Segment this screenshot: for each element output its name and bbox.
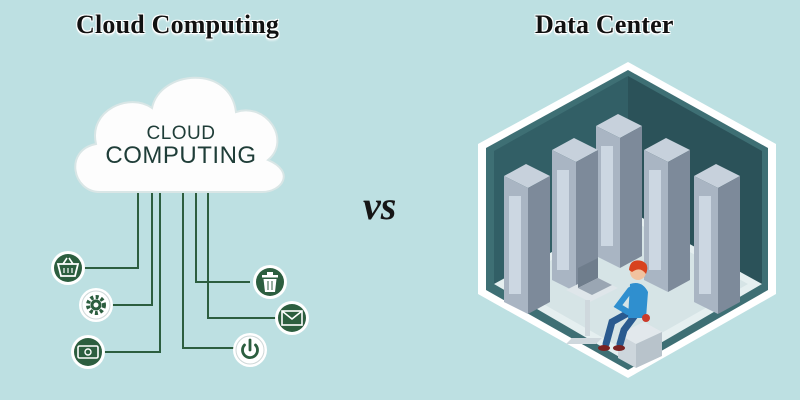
- server-rack: [596, 114, 642, 268]
- cloud-label-line2: COMPUTING: [105, 142, 257, 169]
- cloud-label-line1: CLOUD: [146, 123, 216, 144]
- basket-icon: [51, 251, 85, 285]
- cloud-shape: [74, 76, 285, 193]
- money-icon: [71, 335, 105, 369]
- server-rack: [694, 164, 740, 314]
- circuit-lines: [84, 192, 276, 353]
- server-rack: [504, 164, 550, 314]
- gear-icon: [79, 288, 113, 322]
- server-rack: [552, 138, 598, 292]
- data-center-heading: Data Center: [535, 10, 674, 39]
- cloud-computing-heading: Cloud Computing: [76, 10, 280, 39]
- server-rack: [644, 138, 690, 292]
- mail-icon: [275, 301, 309, 335]
- trash-icon: [253, 265, 287, 299]
- vs-label: vs: [363, 183, 397, 228]
- power-icon: [233, 333, 267, 367]
- person-illustration: [598, 260, 662, 368]
- laptop-desk: [566, 258, 618, 344]
